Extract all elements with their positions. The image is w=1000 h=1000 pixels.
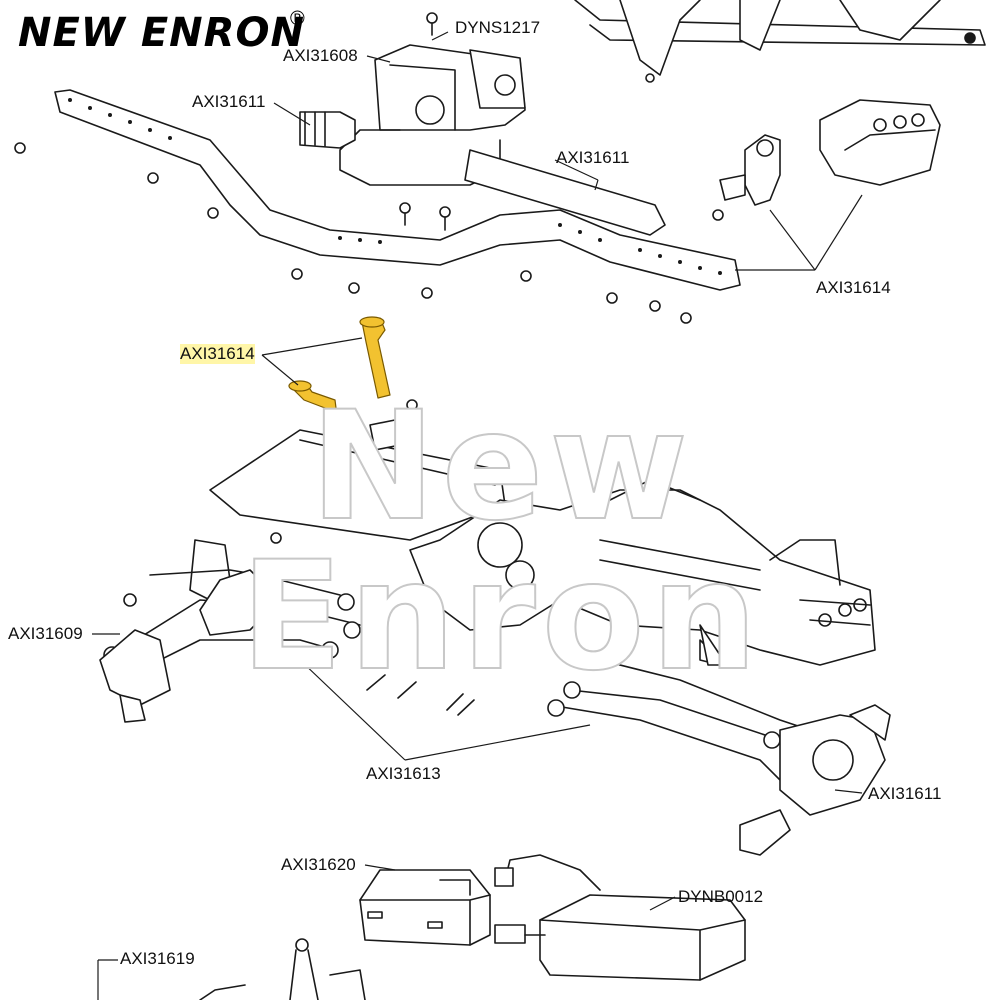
brand-logo: NEW ENRON xyxy=(18,10,305,56)
receiver-box xyxy=(359,869,491,946)
label-axi31611-driveshaft: AXI31611 xyxy=(556,148,630,167)
label-axi31620: AXI31620 xyxy=(281,855,356,874)
bottom-part-fragment xyxy=(199,938,366,1000)
screws-middle xyxy=(366,674,475,716)
rear-suspension xyxy=(547,624,891,856)
battery-pack xyxy=(494,854,746,981)
trademark-symbol: ® xyxy=(290,8,305,30)
label-axi31609: AXI31609 xyxy=(8,624,83,643)
front-bumper-top xyxy=(819,99,941,186)
label-axi31611-shaft: AXI31611 xyxy=(192,92,266,111)
top-chassis-fragment xyxy=(574,0,986,83)
label-axi31608: AXI31608 xyxy=(283,46,358,65)
label-axi31614-highlight: AXI31614 xyxy=(180,344,255,364)
label-dynb0012: DYNB0012 xyxy=(678,887,764,906)
label-axi31613: AXI31613 xyxy=(366,764,441,783)
label-axi31614-right: AXI31614 xyxy=(816,278,891,297)
label-dyns1217: DYNS1217 xyxy=(455,18,541,37)
front-suspension xyxy=(99,539,361,723)
leader-lines xyxy=(92,31,863,1000)
label-axi31619: AXI31619 xyxy=(120,949,195,968)
frame-rail xyxy=(54,89,741,291)
main-chassis xyxy=(209,419,876,666)
servo-mount xyxy=(719,134,781,206)
watermark-text: New Enron xyxy=(239,380,764,704)
transmission-assembly xyxy=(299,12,666,236)
label-axi31611-rear: AXI31611 xyxy=(868,784,942,803)
screws-top xyxy=(14,142,724,544)
